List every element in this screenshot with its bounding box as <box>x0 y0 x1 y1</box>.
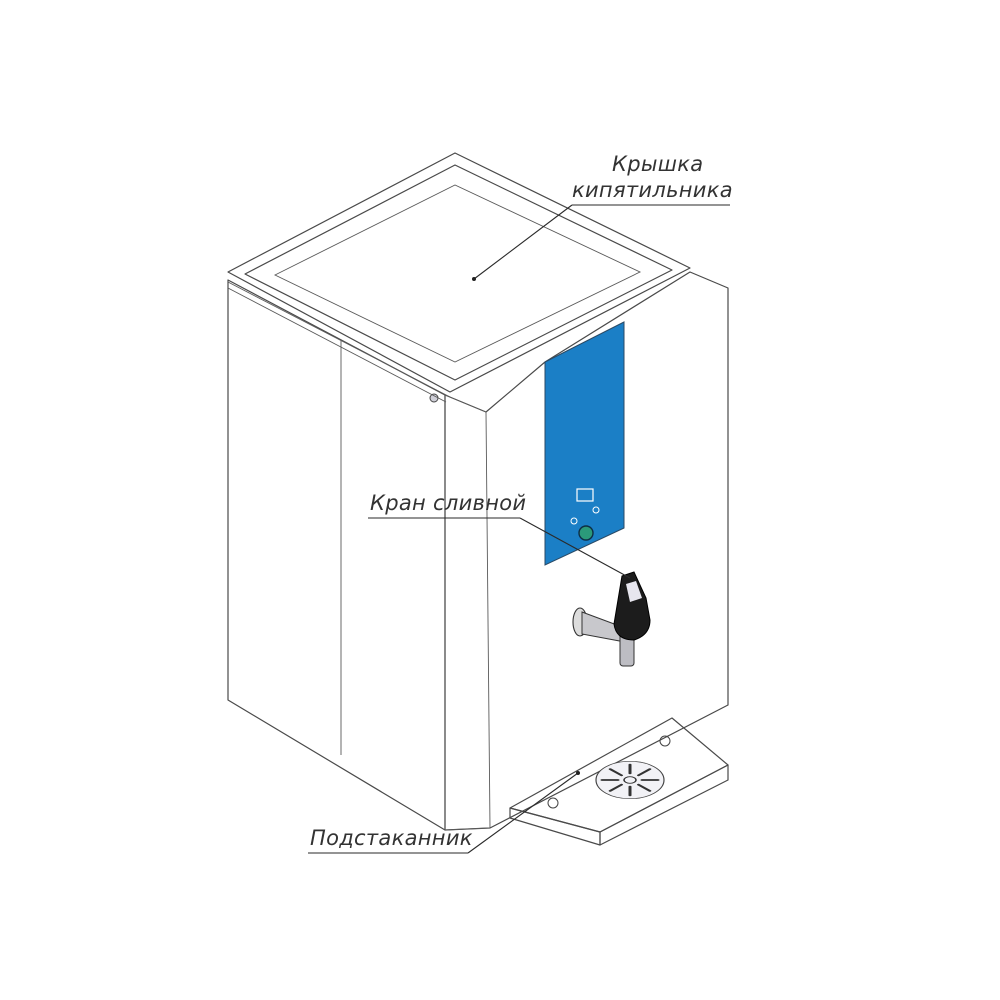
callout-tap-label: Кран сливной <box>370 491 526 515</box>
boiler-left-face <box>227 279 446 831</box>
power-button[interactable] <box>578 525 594 541</box>
callout-cup-holder: Подстаканник <box>308 771 580 854</box>
control-panel-face <box>544 321 625 566</box>
boiler-lid <box>227 152 691 403</box>
lid-top <box>244 164 673 381</box>
boiler-body <box>227 271 729 831</box>
drain-tap <box>572 571 651 667</box>
indicator-led-icon <box>592 506 600 514</box>
tap-handle-icon[interactable] <box>613 571 651 641</box>
tray-hole <box>547 797 559 809</box>
tray-side <box>509 807 601 846</box>
lid-inner <box>273 184 642 363</box>
screw-icon <box>429 393 439 403</box>
callout-lid-label-line2: кипятильника <box>572 178 733 202</box>
tray-hole <box>659 735 671 747</box>
callout-tap: Кран сливной <box>368 491 631 579</box>
callout-cup-holder-label: Подстаканник <box>310 826 473 850</box>
indicator-led-icon <box>570 517 578 525</box>
callout-lid-label-line1: Крышка <box>612 152 703 176</box>
boiler-bevel <box>444 394 491 831</box>
drain-grate-icon <box>595 760 665 800</box>
cup-holder-tray <box>509 717 729 846</box>
control-panel <box>544 321 625 566</box>
display-icon <box>576 488 594 502</box>
lid-rim <box>227 152 691 393</box>
callout-lid: Крышка кипятильника <box>472 152 733 281</box>
